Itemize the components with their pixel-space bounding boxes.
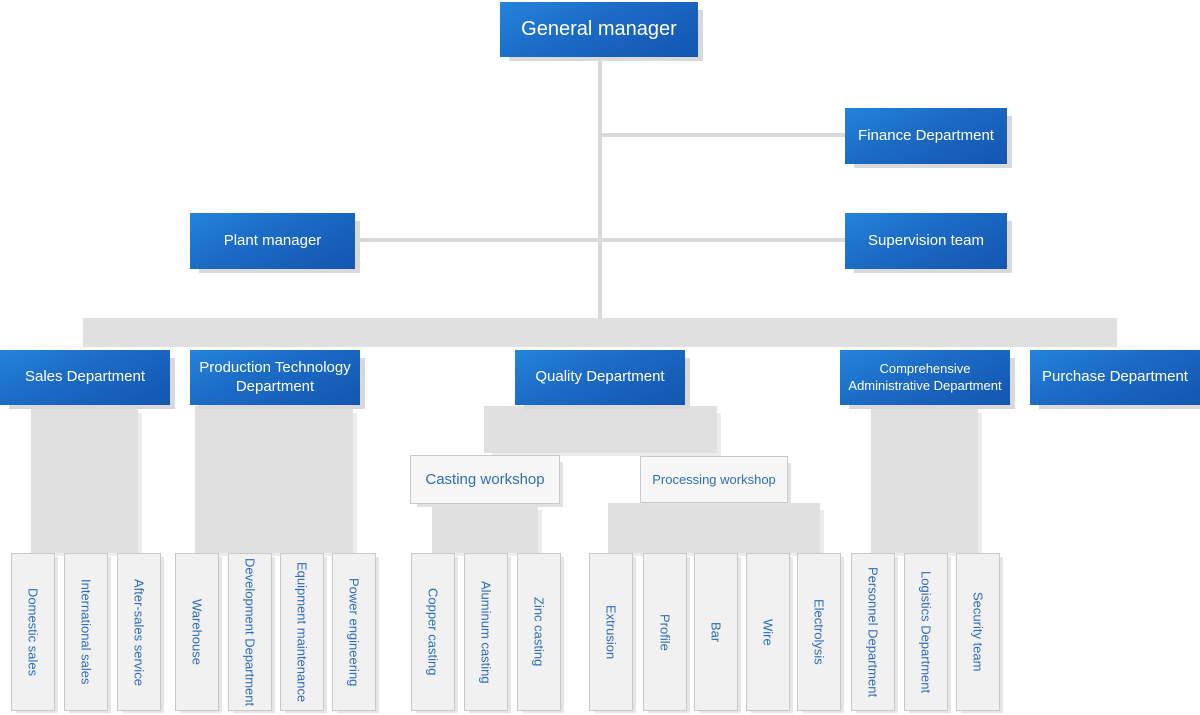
leaf-domestic-sales: Domestic sales <box>11 553 55 711</box>
leaf-label: Security team <box>970 592 986 672</box>
leaf-logistics-department: Logistics Department <box>904 553 948 711</box>
connector-block-sales <box>31 406 138 553</box>
connector-block-quality <box>484 406 717 453</box>
connector-block-production <box>195 406 353 553</box>
node-processing-workshop: Processing workshop <box>640 456 788 503</box>
leaf-aluminum-casting: Aluminum casting <box>464 553 508 711</box>
node-quality-department: Quality Department <box>515 350 685 405</box>
connector-department-bar <box>83 318 1117 347</box>
leaf-security-team: Security team <box>956 553 1000 711</box>
leaf-label: Zinc casting <box>531 597 547 667</box>
leaf-warehouse: Warehouse <box>175 553 219 711</box>
leaf-zinc-casting: Zinc casting <box>517 553 561 711</box>
node-supervision-team: Supervision team <box>845 213 1007 269</box>
leaf-bar: Bar <box>694 553 738 711</box>
node-sales-department: Sales Department <box>0 350 170 405</box>
leaf-label: Copper casting <box>425 588 441 676</box>
leaf-label: After-sales service <box>131 578 147 686</box>
leaf-after-sales-service: After-sales service <box>117 553 161 711</box>
connector-vertical-trunk <box>598 57 602 319</box>
leaf-personnel-department: Personnel Department <box>851 553 895 711</box>
leaf-label: Personnel Department <box>865 566 881 698</box>
leaf-international-sales: International sales <box>64 553 108 711</box>
connector-block-admin <box>871 406 978 553</box>
leaf-label: Extrusion <box>603 604 619 660</box>
leaf-electrolysis: Electrolysis <box>797 553 841 711</box>
leaf-label: Profile <box>657 613 673 651</box>
leaf-label: Electrolysis <box>811 599 827 665</box>
leaf-label: Logistics Department <box>918 570 934 694</box>
leaf-equipment-maintenance: Equipment maintenance <box>280 553 324 711</box>
connector-block-casting <box>432 503 538 553</box>
leaf-label: Wire <box>760 618 776 646</box>
leaf-copper-casting: Copper casting <box>411 553 455 711</box>
node-comprehensive-administrative-department: Comprehensive Administrative Department <box>840 350 1010 405</box>
node-finance-department: Finance Department <box>845 108 1007 164</box>
node-general-manager: General manager <box>500 2 698 57</box>
node-plant-manager: Plant manager <box>190 213 355 269</box>
connector-block-processing <box>608 503 820 553</box>
leaf-wire: Wire <box>746 553 790 711</box>
leaf-label: Aluminum casting <box>478 580 494 684</box>
leaf-label: Domestic sales <box>25 587 41 677</box>
node-purchase-department: Purchase Department <box>1030 350 1200 405</box>
leaf-power-engineering: Power engineering <box>332 553 376 711</box>
leaf-label: Equipment maintenance <box>294 561 310 703</box>
leaf-label: Bar <box>708 621 724 643</box>
connector-plant-supervision <box>355 238 845 242</box>
node-casting-workshop: Casting workshop <box>410 455 560 504</box>
connector-to-finance <box>600 133 845 137</box>
leaf-label: Power engineering <box>346 577 362 687</box>
leaf-label: Warehouse <box>189 599 205 665</box>
leaf-development-department: Development Department <box>228 553 272 711</box>
leaf-label: International sales <box>78 579 94 685</box>
node-production-technology-department: Production Technology Department <box>190 350 360 405</box>
leaf-extrusion: Extrusion <box>589 553 633 711</box>
leaf-profile: Profile <box>643 553 687 711</box>
leaf-label: Development Department <box>242 557 258 707</box>
